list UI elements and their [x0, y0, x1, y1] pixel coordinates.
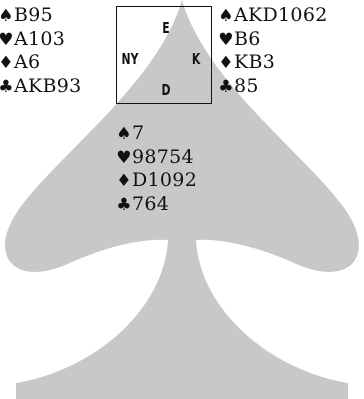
west-clubs-line: ♣AKB93	[0, 75, 82, 99]
east-spades-line: ♠AKD1062	[218, 4, 328, 28]
south-hearts: 98754	[132, 145, 194, 168]
east-spades: AKD1062	[234, 4, 328, 26]
diamond-suit-icon: ♦	[116, 171, 132, 191]
west-hand: ♠B95 ♥A103 ♦A6 ♣AKB93	[0, 4, 82, 98]
club-suit-icon: ♣	[0, 76, 14, 97]
south-spades: 7	[132, 122, 145, 144]
south-spades-line: ♠7	[116, 122, 197, 146]
compass-box: E NY K D	[116, 6, 212, 104]
east-clubs-line: ♣85	[218, 75, 328, 99]
heart-suit-icon: ♥	[116, 147, 132, 168]
east-hand: ♠AKD1062 ♥B6 ♦KB3 ♣85	[218, 4, 328, 98]
west-diamonds-line: ♦A6	[0, 51, 82, 75]
south-diamonds: D1092	[132, 169, 198, 191]
east-hearts: B6	[234, 27, 261, 50]
club-suit-icon: ♣	[116, 194, 132, 215]
diamond-suit-icon: ♦	[0, 53, 14, 73]
west-hearts-line: ♥A103	[0, 28, 82, 52]
spade-suit-icon: ♠	[218, 6, 234, 26]
west-hearts: A103	[14, 27, 66, 50]
compass-east: K	[191, 50, 201, 68]
compass-west: NY	[121, 50, 139, 68]
south-hearts-line: ♥98754	[116, 146, 197, 170]
diamond-suit-icon: ♦	[218, 53, 234, 73]
heart-suit-icon: ♥	[218, 29, 234, 50]
west-clubs: AKB93	[14, 74, 82, 97]
west-diamonds: A6	[14, 51, 41, 73]
south-hand: ♠7 ♥98754 ♦D1092 ♣764	[116, 122, 197, 216]
south-clubs-line: ♣764	[116, 193, 197, 217]
east-hearts-line: ♥B6	[218, 28, 328, 52]
west-spades: B95	[14, 4, 54, 26]
compass-north: E	[162, 19, 170, 37]
west-spades-line: ♠B95	[0, 4, 82, 28]
east-diamonds: KB3	[234, 51, 276, 73]
compass-south: D	[161, 81, 171, 99]
spade-suit-icon: ♠	[0, 6, 14, 26]
south-diamonds-line: ♦D1092	[116, 169, 197, 193]
spade-suit-icon: ♠	[116, 124, 132, 144]
south-clubs: 764	[132, 192, 170, 215]
heart-suit-icon: ♥	[0, 29, 14, 50]
east-clubs: 85	[234, 74, 259, 97]
club-suit-icon: ♣	[218, 76, 234, 97]
east-diamonds-line: ♦KB3	[218, 51, 328, 75]
